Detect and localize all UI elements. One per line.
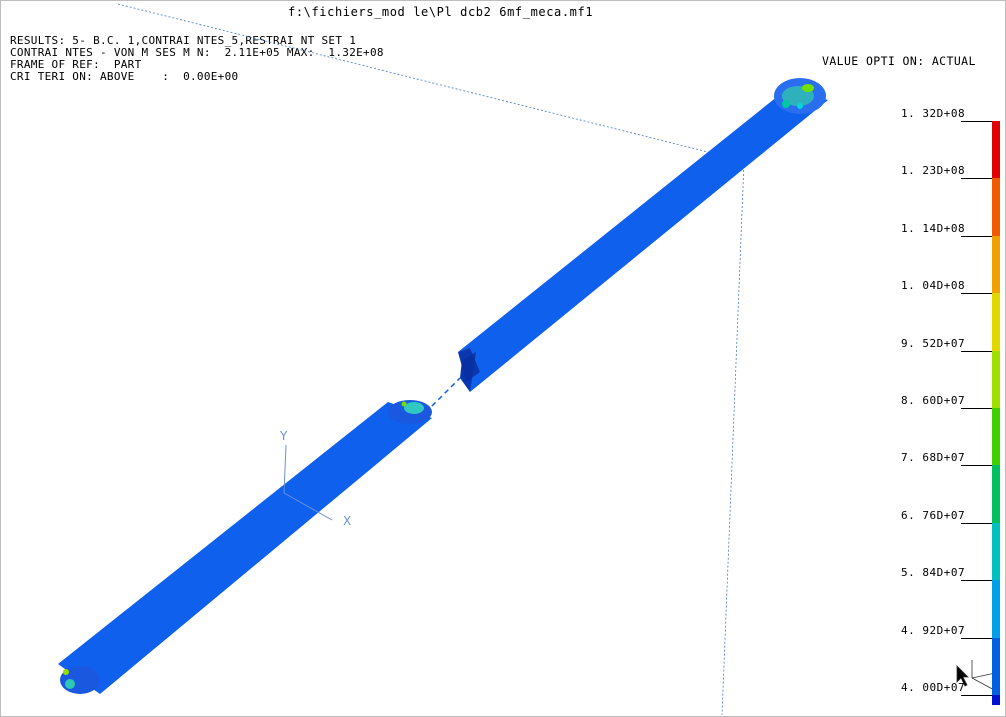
legend-tick	[961, 350, 993, 352]
legend-tick	[961, 178, 993, 180]
legend-label: 6. 76D+07	[901, 508, 966, 522]
legend-tick	[961, 580, 993, 582]
bounding-box-lines	[117, 3, 745, 716]
legend-tick	[961, 522, 993, 524]
legend-label: 1. 14D+08	[901, 221, 966, 235]
legend-color-swatch	[992, 637, 1000, 695]
legend-label: 5. 84D+07	[901, 566, 966, 580]
axis-y-label: Y	[279, 429, 288, 443]
axis-triad: Y X	[279, 429, 351, 528]
results-line: RESULTS: 5- B.C. 1,CONTRAI NTES_5,RESTRA…	[10, 34, 357, 47]
legend-label: 1. 23D+08	[901, 164, 966, 178]
legend-color-swatch	[992, 293, 1000, 351]
axis-x-label: X	[343, 514, 351, 528]
legend-tick	[961, 408, 993, 409]
legend-label: 4. 92D+07	[901, 623, 966, 637]
legend-color-swatch	[992, 408, 1000, 466]
criterion-line: CRI TERI ON: ABOVE : 0.00E+00	[10, 70, 239, 83]
legend-label: 4. 00D+07	[901, 681, 966, 694]
legend-label: 7. 68D+07	[901, 451, 966, 465]
legend-color-swatch	[992, 121, 1000, 179]
legend-label: 1. 32D+08	[901, 107, 966, 120]
legend-label: 1. 04D+08	[901, 279, 966, 293]
legend-tick	[961, 121, 993, 122]
value-option-label: VALUE OPTI ON: ACTUAL	[822, 54, 976, 68]
legend-color-swatch	[992, 695, 1000, 705]
upper-pipe-segment	[458, 78, 828, 392]
legend-color-swatch	[992, 580, 1000, 638]
legend-color-swatch	[992, 178, 1000, 236]
contraintes-line: CONTRAI NTES - VON M SES M N: 2.11E+05 M…	[10, 46, 384, 59]
legend-tick	[961, 293, 993, 295]
segment-gap-link	[431, 377, 461, 407]
legend-tick	[961, 465, 993, 467]
legend-label: 9. 52D+07	[901, 336, 966, 350]
legend-color-swatch	[992, 522, 1000, 581]
file-title: f:\fichiers_mod le\Pl dcb2 6mf_meca.mf1	[288, 5, 594, 19]
legend-color-swatch	[992, 350, 1000, 408]
frame-of-ref-line: FRAME OF REF: PART	[10, 58, 142, 71]
lower-pipe-segment	[58, 400, 432, 694]
legend-tick	[961, 235, 993, 237]
legend-color-swatch	[992, 465, 1000, 523]
legend-tick	[961, 695, 993, 696]
legend-color-swatch	[992, 235, 1000, 294]
legend-tick	[961, 637, 993, 639]
mouse-cursor-icon	[956, 665, 969, 687]
legend-label: 8. 60D+07	[901, 394, 966, 407]
